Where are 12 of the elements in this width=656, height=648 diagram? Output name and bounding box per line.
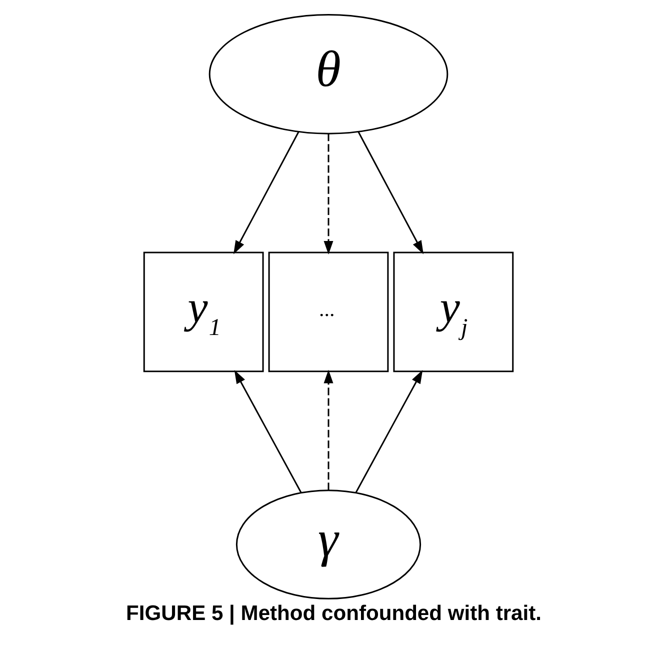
node-box: ... [268, 252, 388, 372]
caption: FIGURE 5 | Method confounded with trait. [126, 602, 541, 626]
node-box: y$_{1}$ [142, 252, 264, 372]
arrow [234, 370, 302, 494]
arrow [323, 134, 333, 255]
node-box: y$_{j}$ [392, 252, 514, 372]
node-ellipse: θ [208, 14, 448, 134]
arrow [323, 370, 333, 490]
node-ellipse: γ [235, 490, 421, 600]
arrow [357, 132, 423, 254]
arrow [354, 370, 422, 494]
arrow [233, 132, 299, 254]
